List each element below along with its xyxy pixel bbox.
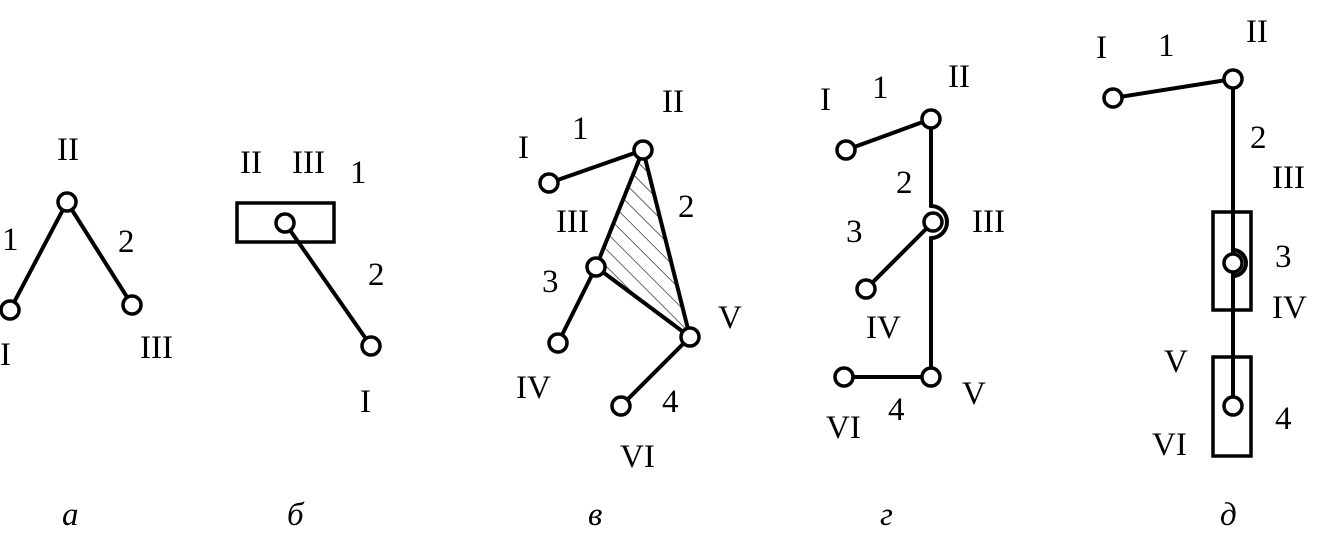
link-label-4: 4 (1275, 401, 1292, 437)
link-2-triangle (594, 148, 692, 339)
pair-label-III: III (972, 204, 1005, 240)
rigid-link-hatch (596, 150, 690, 337)
figure-b: II III I 1 2 б (235, 145, 385, 533)
joint-III (922, 211, 944, 233)
pair-label-V: V (962, 376, 986, 412)
joint-III-bearing (1231, 248, 1248, 278)
joint-V (920, 366, 942, 388)
link-label-2: 2 (118, 224, 135, 260)
link-label-1: 1 (350, 155, 367, 191)
link-label-1: 1 (1158, 28, 1175, 64)
pair-label-VI: VI (1152, 427, 1187, 463)
pair-label-III: III (140, 330, 173, 366)
joint-I (835, 139, 857, 161)
link-label-2: 2 (678, 189, 695, 225)
pair-label-V: V (718, 300, 742, 336)
link-2 (65, 200, 134, 307)
figure-g: I II III IV V VI 1 2 3 4 г (820, 59, 1005, 533)
caption-a: а (62, 497, 79, 533)
pair-label-I: I (360, 384, 371, 420)
joint-VI (833, 366, 855, 388)
joint-IV (547, 332, 569, 354)
joint-II (1222, 68, 1244, 90)
pair-label-I: I (0, 337, 11, 373)
link-label-1: 1 (572, 111, 589, 147)
link-label-1: 1 (2, 222, 19, 258)
joint-II (632, 139, 654, 161)
link-label-3: 3 (1275, 239, 1292, 275)
pair-label-I: I (1096, 30, 1107, 66)
link-label-4: 4 (888, 392, 905, 428)
caption-b: б (287, 497, 305, 533)
link-3 (556, 265, 598, 345)
pair-label-VI: VI (620, 439, 655, 475)
pair-label-IV: IV (866, 310, 901, 346)
caption-d: д (1220, 497, 1237, 533)
link-label-2: 2 (896, 165, 913, 201)
pair-label-I: I (820, 82, 831, 118)
joint-II (920, 108, 942, 130)
figure-a: I II III 1 2 а (0, 132, 173, 533)
pair-label-II: II (662, 84, 684, 120)
joint-I (0, 299, 21, 321)
pair-label-IV: IV (1272, 290, 1307, 326)
pair-label-IV: IV (516, 370, 551, 406)
link-label-4: 4 (662, 384, 679, 420)
joint-II (274, 212, 296, 234)
link-label-3: 3 (542, 264, 559, 300)
link-1 (8, 200, 69, 312)
pair-label-III: III (292, 145, 325, 181)
pair-label-II: II (57, 132, 79, 168)
link-label-3: 3 (846, 214, 863, 250)
link-1 (547, 148, 645, 185)
link-2 (283, 221, 373, 348)
pair-label-II: II (240, 145, 262, 181)
link-1 (1111, 77, 1235, 100)
joint-I (1102, 87, 1124, 109)
joint-IV (1222, 252, 1244, 274)
pair-label-II: II (948, 59, 970, 95)
slider-block (235, 201, 336, 244)
pair-label-I: I (518, 130, 529, 166)
link-label-2: 2 (368, 257, 385, 293)
joint-V (679, 326, 701, 348)
link-label-2: 2 (1250, 120, 1267, 156)
caption-g: г (880, 497, 893, 533)
pair-label-V: V (1164, 344, 1188, 380)
link-label-1: 1 (872, 70, 889, 106)
joint-I (360, 335, 382, 357)
joint-VI (610, 395, 632, 417)
pair-label-III: III (1272, 160, 1305, 196)
figure-v: I II III IV V VI 1 2 3 4 в (516, 84, 742, 533)
joint-IV (855, 278, 877, 300)
joint-VI (1222, 395, 1244, 417)
pair-label-II: II (1246, 14, 1268, 50)
link-3 (864, 220, 935, 291)
figure-d: I II III IV V VI 1 2 3 4 д (1096, 14, 1307, 533)
link-1 (844, 117, 933, 152)
joint-III (121, 294, 143, 316)
joint-III-bearing (929, 204, 949, 240)
pair-label-VI: VI (826, 410, 861, 446)
link-4 (619, 335, 692, 408)
joint-II (56, 191, 78, 213)
joint-III (585, 256, 607, 278)
pair-label-III: III (556, 204, 589, 240)
caption-v: в (588, 497, 602, 533)
joint-I (538, 172, 560, 194)
